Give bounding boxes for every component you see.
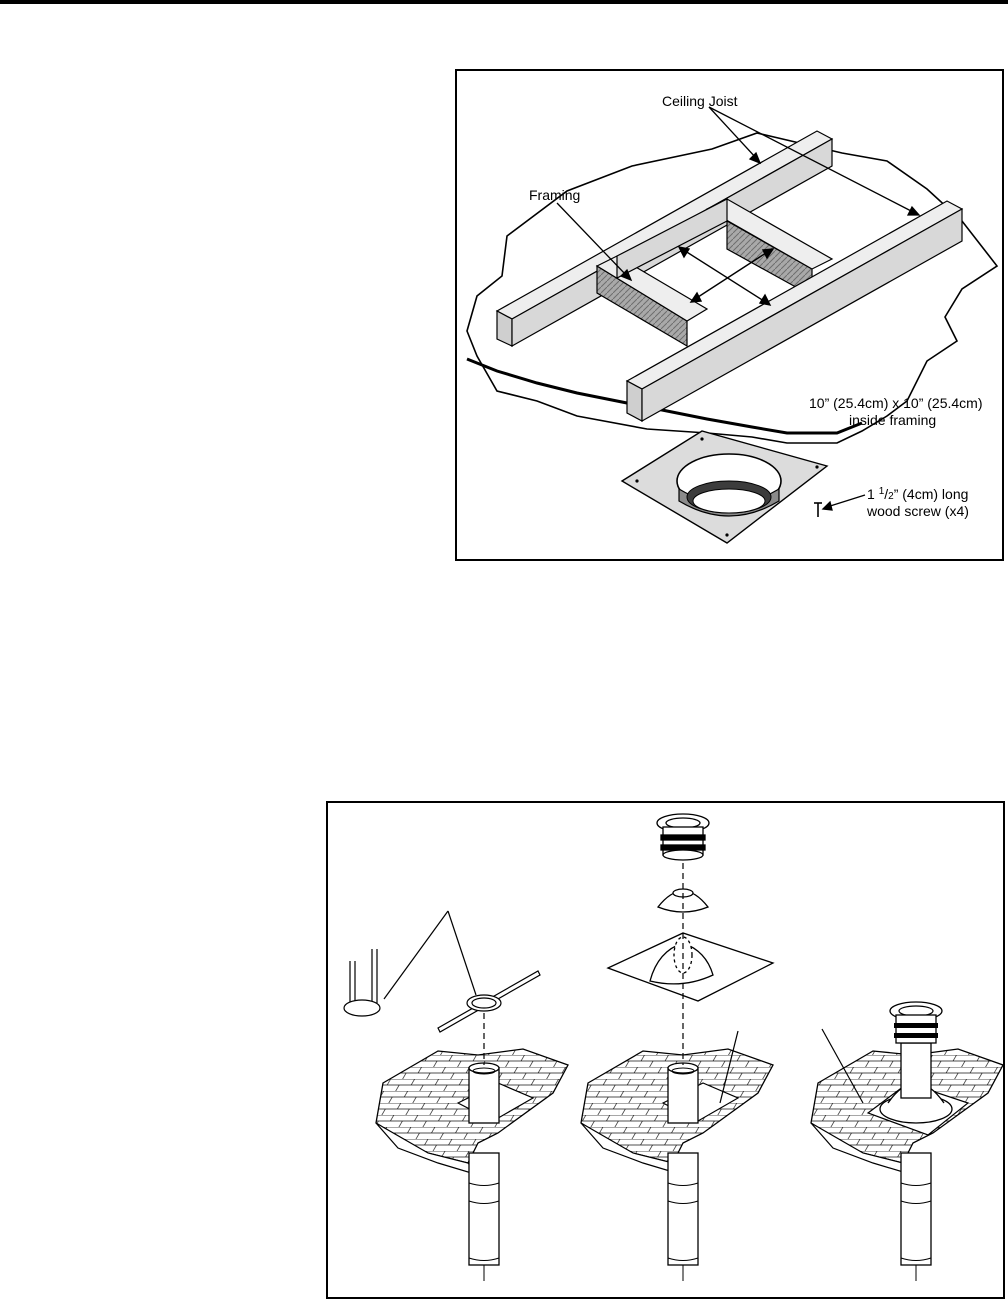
framing-opening-wall (616, 198, 728, 279)
roof-flashing-illustration (343, 813, 1003, 1281)
parts-leaders (383, 910, 485, 1065)
ceiling-joist-near (625, 200, 964, 423)
label-dimension-line2: inside framing (849, 412, 936, 428)
vent-cap-part (656, 813, 710, 861)
label-framing: Framing (529, 187, 580, 203)
wall-band-part (343, 949, 381, 1017)
roof-flashing-figure (326, 801, 1005, 1299)
ceiling-sheet-edge (466, 357, 863, 435)
roof-section-right (810, 1001, 1003, 1281)
ceiling-support-plate (620, 430, 829, 544)
label-ceiling-joist: Ceiling Joist (662, 93, 738, 109)
ceiling-framing-figure: Ceiling Joist Framing 10” (25.4cm) x 10”… (455, 69, 1004, 561)
page-top-rule (0, 0, 1008, 4)
callout-leaders (556, 106, 921, 511)
roof-flashing-part (606, 932, 775, 1002)
label-dimension-line1: 10” (25.4cm) x 10” (25.4cm) (809, 395, 983, 411)
framing-dimension-arrows (677, 246, 775, 306)
wood-screw-icon (814, 502, 822, 517)
ceiling-framing-illustration: Ceiling Joist Framing 10” (25.4cm) x 10”… (466, 93, 999, 544)
label-screw-line1: 1 1/2” (4cm) long (867, 486, 968, 502)
support-strap-part (437, 970, 541, 1033)
roof-section-left (375, 1048, 569, 1281)
label-screw-line2: wood screw (x4) (866, 503, 969, 519)
roof-section-middle (580, 1030, 774, 1281)
